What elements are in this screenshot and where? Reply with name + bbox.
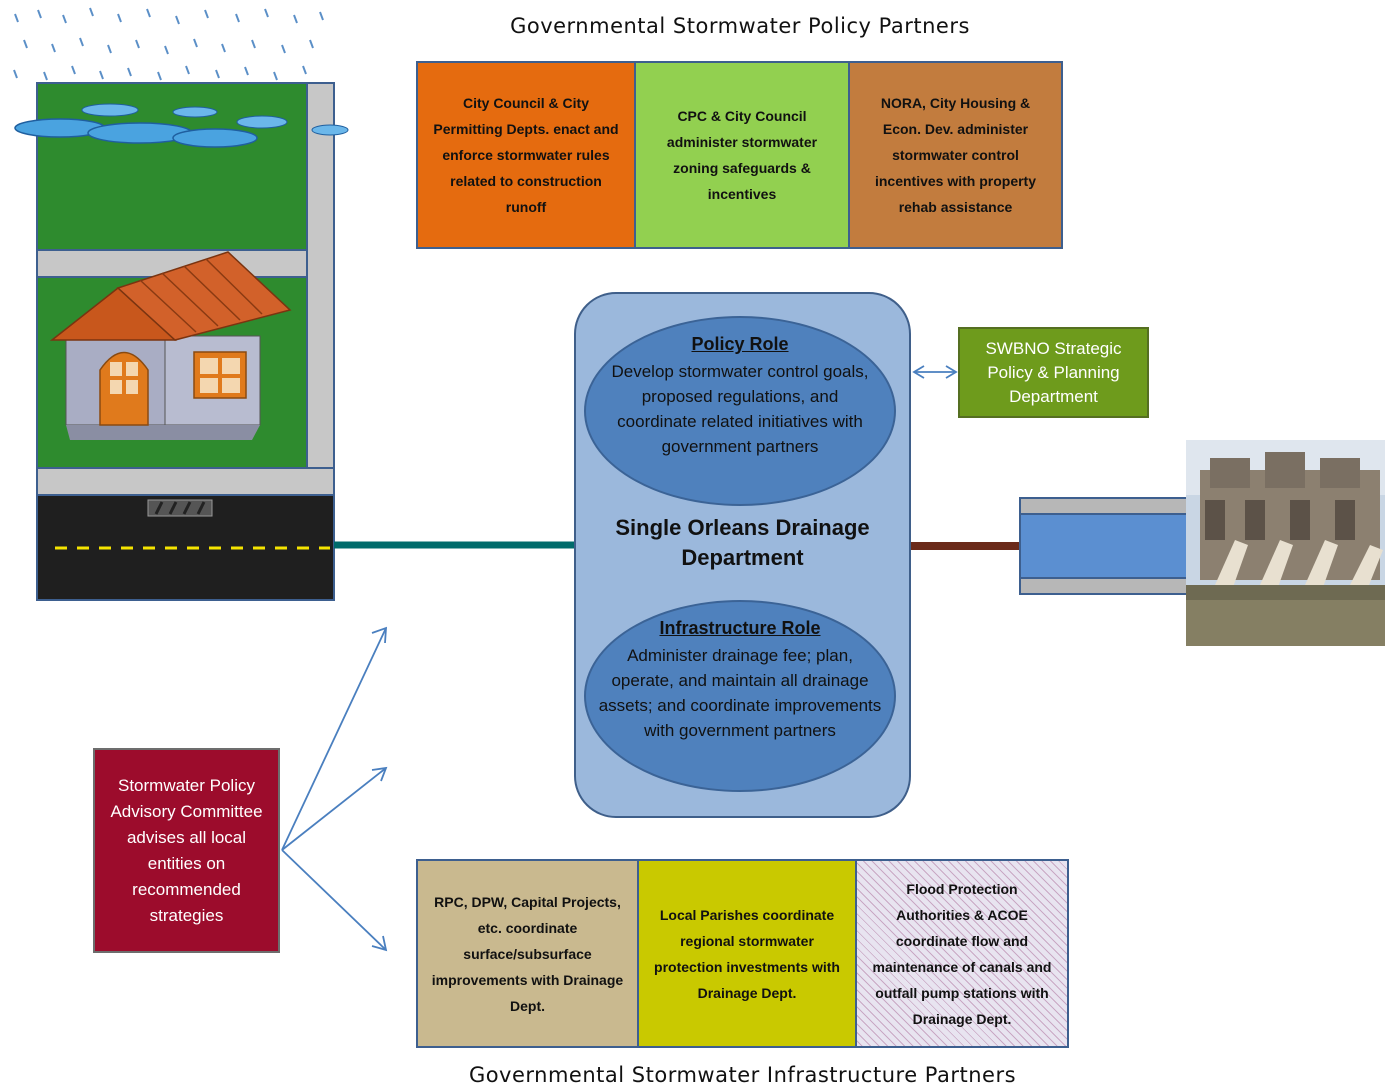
infrastructure-role-text: Administer drainage fee; plan, operate, … bbox=[598, 646, 882, 740]
road-icon bbox=[36, 494, 335, 601]
stormwater-scene-illustration bbox=[13, 7, 349, 601]
swbno-planning-box: SWBNO Strategic Policy & Planning Depart… bbox=[958, 327, 1149, 418]
advisory-committee-box: Stormwater Policy Advisory Committee adv… bbox=[93, 748, 280, 953]
infrastructure-role-title: Infrastructure Role bbox=[659, 618, 821, 638]
policy-partner-cpc: CPC & City Council administer stormwater… bbox=[634, 63, 848, 247]
house-icon bbox=[49, 251, 292, 440]
infrastructure-role-ellipse: Infrastructure Role Administer drainage … bbox=[584, 600, 896, 792]
infra-partner-parishes: Local Parishes coordinate regional storm… bbox=[637, 861, 855, 1046]
infrastructure-partners-row: RPC, DPW, Capital Projects, etc. coordin… bbox=[416, 859, 1069, 1048]
department-name: Single Orleans Drainage Department bbox=[615, 515, 870, 570]
infra-partner-flood-protection: Flood Protection Authorities & ACOE coor… bbox=[855, 861, 1067, 1046]
policy-partner-city-council: City Council & City Permitting Depts. en… bbox=[418, 63, 634, 247]
policy-partners-row: City Council & City Permitting Depts. en… bbox=[416, 61, 1063, 249]
policy-role-title: Policy Role bbox=[691, 334, 789, 354]
rain-icon bbox=[13, 7, 324, 81]
canal-icon bbox=[1019, 497, 1189, 595]
pump-station-photo bbox=[1186, 440, 1385, 646]
advisory-arrows bbox=[281, 626, 388, 952]
infra-partner-rpc: RPC, DPW, Capital Projects, etc. coordin… bbox=[418, 861, 637, 1046]
puddle-icon bbox=[14, 103, 349, 148]
policy-role-ellipse: Policy Role Develop stormwater control g… bbox=[584, 316, 896, 506]
policy-partner-nora: NORA, City Housing & Econ. Dev. administ… bbox=[848, 63, 1061, 247]
policy-partners-title: Governmental Stormwater Policy Partners bbox=[510, 14, 970, 38]
swbno-double-arrow bbox=[912, 365, 958, 379]
policy-role-text: Develop stormwater control goals, propos… bbox=[611, 362, 869, 456]
infrastructure-partners-title: Governmental Stormwater Infrastructure P… bbox=[468, 1063, 1017, 1087]
